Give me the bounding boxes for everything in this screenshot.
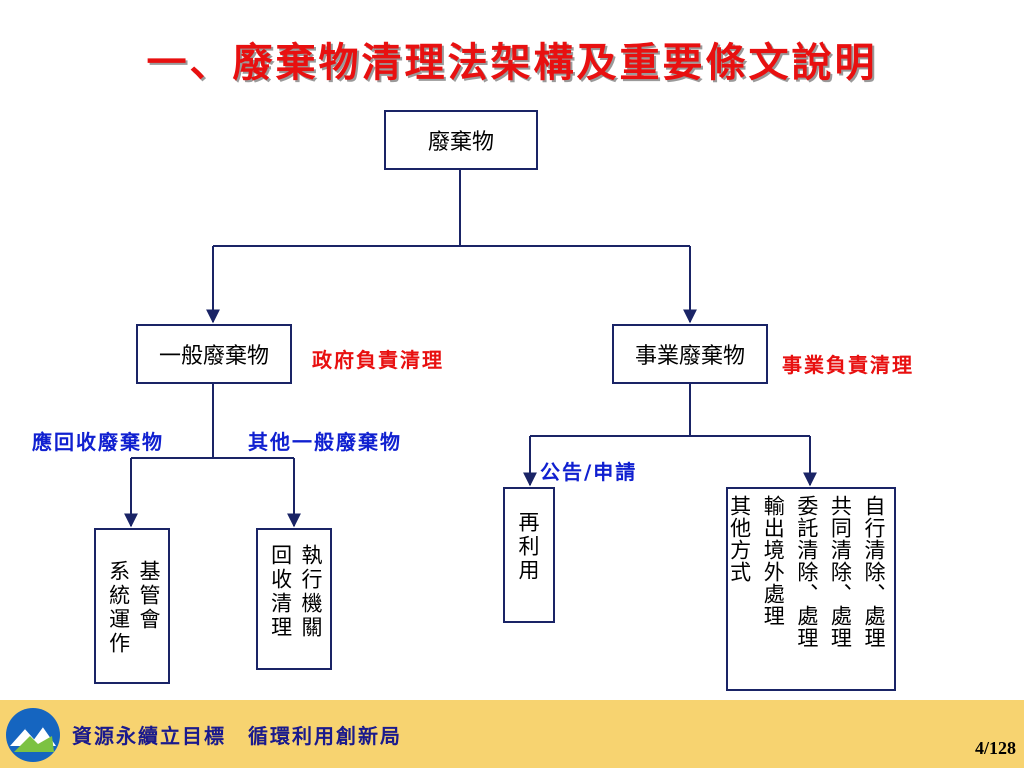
label-industry-responsible: 事業負責清理 [782,353,914,377]
connector-lines [124,170,817,528]
label-recyclable-waste: 應回收廢棄物 [32,430,164,454]
node-industrial-methods: 自行清除、處理 共同清除、處理 委託清除、處理 輸出境外處理 其他方式 [726,487,896,691]
epa-mountain-logo-icon [6,708,60,762]
node-industrial-waste: 事業廢棄物 [612,324,768,384]
label-other-general-waste: 其他一般廢棄物 [248,430,402,454]
node-enforcement-agency: 執行機關 回收清理 [256,528,332,670]
node-waste: 廢棄物 [384,110,538,170]
page-number: 4/128 [974,738,1016,758]
node-reuse: 再利用 [503,487,555,623]
footer-slogan: 資源永續立目標 循環利用創新局 [72,724,402,748]
node-fund-system: 基管會 系統運作 [94,528,170,684]
label-gov-responsible: 政府負責清理 [312,348,444,372]
page-title: 一、廢棄物清理法架構及重要條文說明 [146,39,878,86]
label-announce-apply: 公告/申請 [540,460,638,484]
node-general-waste: 一般廢棄物 [136,324,292,384]
footer-bar: 資源永續立目標 循環利用創新局 4/128 [0,700,1024,768]
